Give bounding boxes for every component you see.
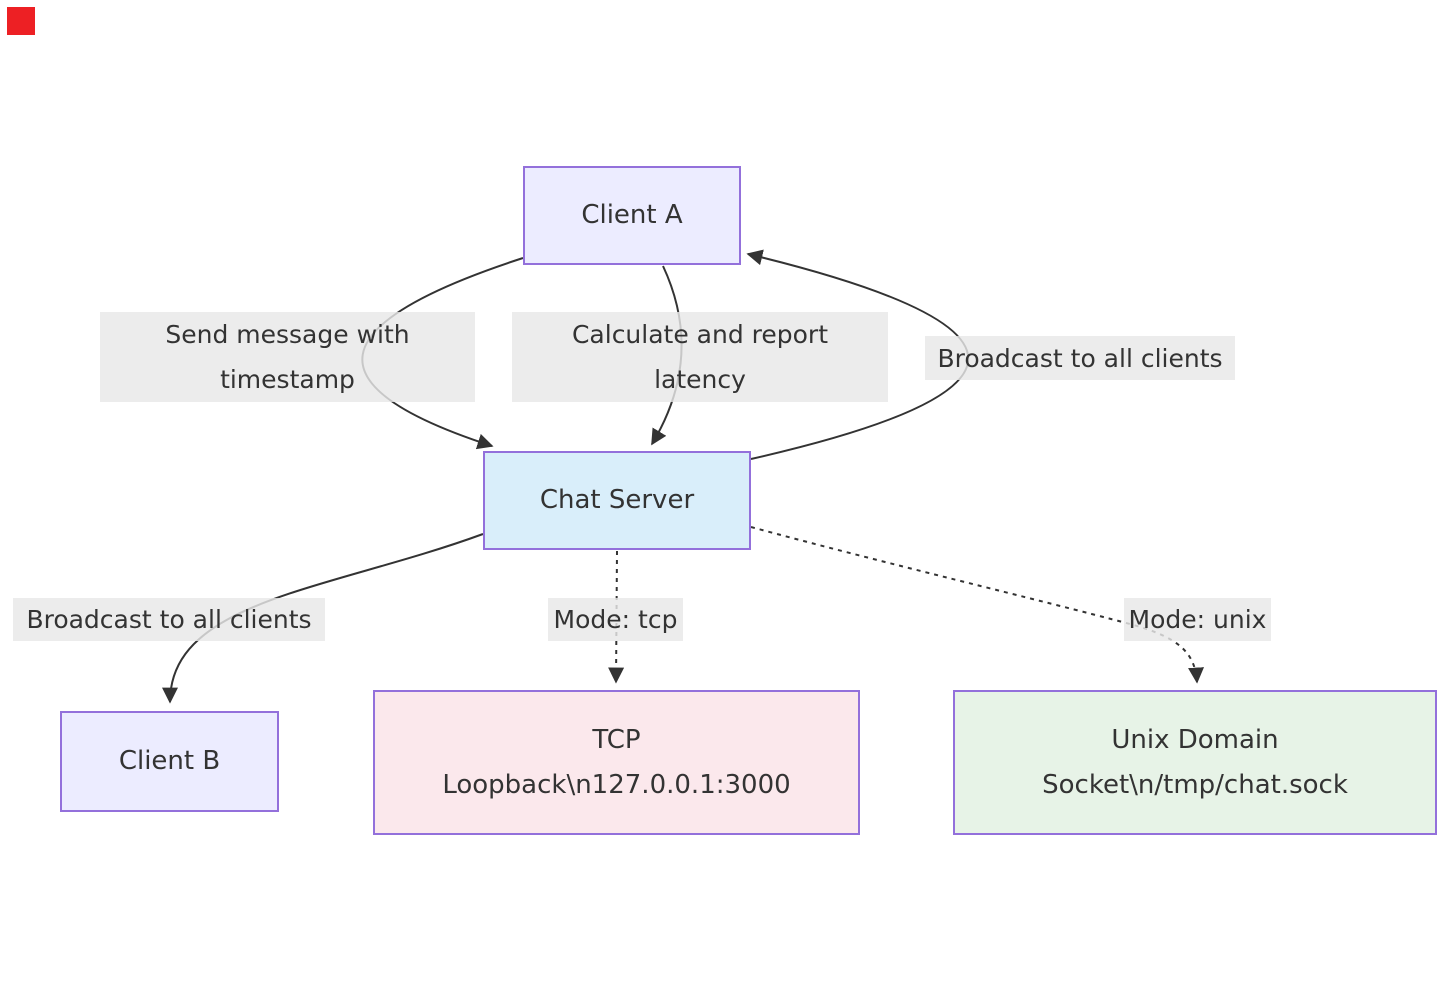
edge-label-send-message: Send message with timestamp: [100, 312, 475, 402]
edge-label-line: Broadcast to all clients: [937, 343, 1223, 373]
node-client-b-label: Client B: [118, 746, 221, 776]
edge-mode-unix: [750, 526, 1205, 684]
node-client-b: Client B: [60, 711, 279, 812]
edge-label-broadcast-bottom: Broadcast to all clients: [13, 598, 325, 641]
node-unix-socket: Unix Domain Socket\n/tmp/chat.sock: [953, 690, 1437, 835]
edge-label-calculate-latency: Calculate and report latency: [512, 312, 888, 402]
node-tcp-label-line2: Loopback\n127.0.0.1:3000: [442, 769, 791, 800]
node-client-a-label: Client A: [581, 200, 683, 230]
edge-label-line: Broadcast to all clients: [26, 605, 312, 634]
node-tcp-label-line1: TCP: [592, 724, 641, 755]
corner-red-marker: [7, 7, 35, 35]
node-tcp: TCP Loopback\n127.0.0.1:3000: [373, 690, 860, 835]
edge-label-line: Send message with: [165, 320, 410, 349]
node-unix-socket-label-line1: Unix Domain: [1111, 724, 1279, 755]
node-chat-server-label: Chat Server: [539, 485, 695, 515]
edge-label-line: Mode: tcp: [553, 605, 678, 634]
edge-label-mode-tcp: Mode: tcp: [548, 598, 683, 641]
edge-label-mode-unix: Mode: unix: [1124, 598, 1271, 641]
node-chat-server: Chat Server: [483, 451, 751, 550]
edge-label-line: Calculate and report: [571, 320, 829, 349]
node-unix-socket-label-line2: Socket\n/tmp/chat.sock: [1042, 769, 1348, 800]
edge-label-line: Mode: unix: [1128, 605, 1267, 634]
edge-label-line: latency: [654, 365, 746, 394]
node-client-a: Client A: [523, 166, 741, 265]
edge-label-broadcast-top: Broadcast to all clients: [925, 336, 1235, 380]
edge-label-line: timestamp: [220, 365, 355, 394]
